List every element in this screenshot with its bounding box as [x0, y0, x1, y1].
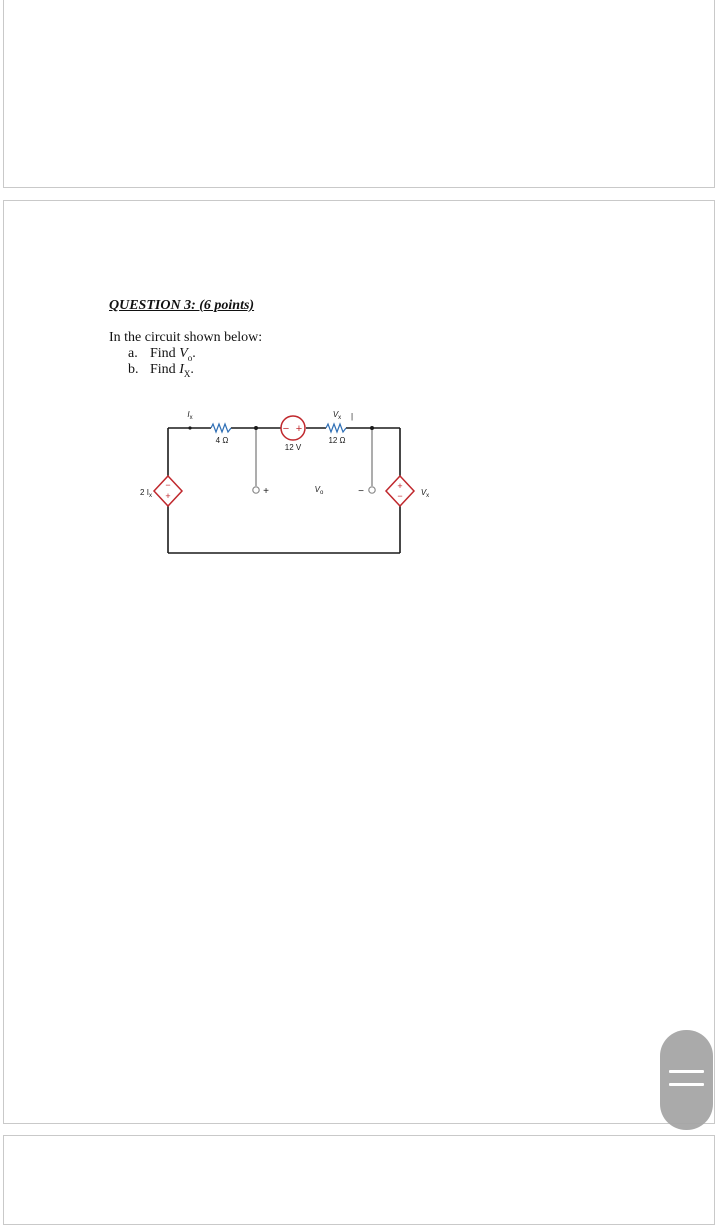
drag-handle-icon[interactable] — [660, 1030, 713, 1130]
dependent-source-left — [152, 474, 184, 508]
item-end: . — [190, 362, 194, 377]
item-text: Find — [150, 346, 180, 361]
item-variable: I — [179, 362, 184, 377]
resistor-12-ohm — [325, 422, 347, 434]
dep-left-minus: − — [165, 480, 170, 490]
handle-line — [669, 1070, 704, 1073]
label-ix: Ix — [187, 410, 192, 421]
dep-right-plus: + — [397, 481, 402, 491]
voltage-source-12v — [280, 415, 306, 441]
node-ix — [188, 426, 192, 430]
label-dep-right: Vx — [421, 488, 429, 499]
item-subscript: o — [187, 352, 193, 363]
page-question-3: QUESTION 3: (6 points) In the circuit sh… — [3, 200, 715, 1124]
item-variable: V — [179, 346, 188, 361]
question-list: a. Find Vo. b. Find IX. — [128, 346, 196, 379]
item-text: Find — [150, 362, 180, 377]
label-vo: Vo — [315, 485, 324, 496]
item-subscript: X — [183, 368, 191, 379]
label-vx: Vx — [333, 410, 341, 421]
item-letter: a. — [128, 346, 138, 361]
dep-right-minus: − — [397, 491, 402, 501]
label-4-ohm: 4 Ω — [216, 436, 229, 445]
page-previous — [3, 0, 715, 188]
question-title: QUESTION 3: (6 points) — [109, 298, 255, 313]
item-letter: b. — [128, 362, 139, 377]
item-end: . — [192, 346, 196, 361]
dependent-source-right — [384, 474, 416, 508]
terminal-right — [368, 486, 376, 494]
dep-left-plus: + — [165, 491, 170, 501]
handle-line — [669, 1083, 704, 1086]
source-plus: + — [296, 423, 302, 435]
label-vx-mark: | — [351, 412, 353, 421]
resistor-4-ohm — [210, 422, 232, 434]
source-minus: − — [283, 423, 289, 435]
page-next — [3, 1135, 715, 1225]
terminal-left — [252, 486, 260, 494]
circuit-diagram: − + − + + − Ix 4 Ω 12 V Vx | 12 Ω 2 Ix +… — [140, 410, 429, 554]
label-dep-left: 2 Ix — [140, 488, 152, 499]
node-1 — [254, 426, 258, 430]
label-terminal-plus: + — [263, 486, 269, 497]
question-item-b: b. Find IX. — [128, 362, 196, 379]
question-item-a: a. Find Vo. — [128, 346, 196, 363]
label-12v: 12 V — [285, 443, 302, 452]
label-12-ohm: 12 Ω — [328, 436, 345, 445]
node-2 — [370, 426, 374, 430]
label-terminal-minus: − — [358, 486, 364, 497]
question-intro: In the circuit shown below: — [109, 330, 263, 345]
